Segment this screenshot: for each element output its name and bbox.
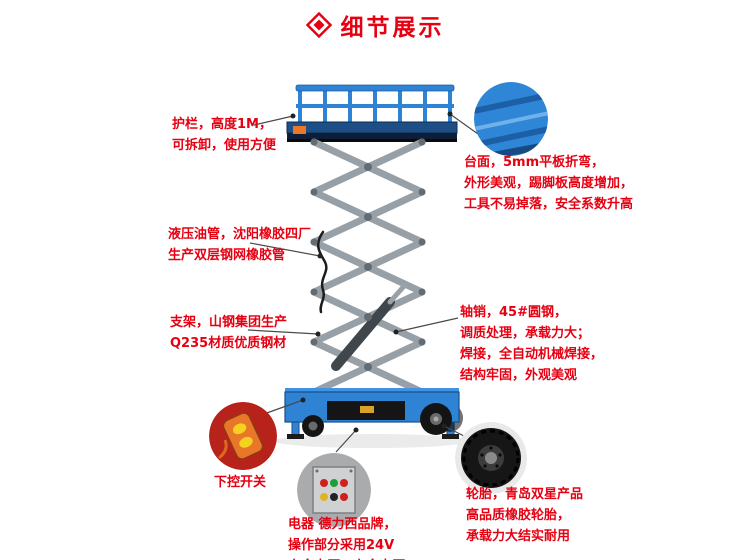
cylinder-rod (387, 282, 408, 305)
annotation-frame: 支架，山钢集团生产 Q235材质优质钢材 (170, 315, 288, 351)
guardrail (295, 84, 455, 126)
annotation-guardrail: 护栏，高度1M， 可拆卸，使用方便 (172, 117, 277, 153)
remote-control-photo (209, 402, 277, 470)
scissor-mechanism (310, 138, 426, 396)
pivot-pins (310, 138, 426, 396)
outrigger-right (446, 393, 455, 437)
annotation-electric: 电器 德力西品牌， 操作部分采用24V 安全电压，安全电压 (288, 517, 405, 560)
annotation-platform: 台面，5mm平板折弯， 外形美观，踢脚板高度增加， 工具不易掉落，安全系数升高 (464, 155, 634, 212)
page-title: 细节展示 (340, 15, 445, 41)
base-chassis (284, 388, 463, 439)
wheel-left (302, 415, 324, 437)
hydraulic-cylinder (331, 297, 395, 371)
outrigger-left (291, 393, 300, 437)
platform-deck (286, 121, 458, 142)
wheel-right (420, 403, 452, 435)
diamond-icon (305, 12, 332, 38)
control-box-photo (297, 453, 371, 527)
annotation-remote-switch: 下控开关 (214, 475, 267, 490)
annotation-hydraulic-hose: 液压油管，沈阳橡胶四厂 生产双层钢网橡胶管 (168, 227, 312, 263)
platform-detail-photo (474, 82, 548, 156)
hydraulic-hose (316, 230, 328, 314)
annotation-axle-pin: 轴销，45#圆钢， 调质处理，承载力大； 焊接，全自动机械焊接， 结构牢固，外观… (460, 305, 604, 383)
tire-photo (455, 422, 527, 494)
annotation-tire: 轮胎，青岛双星产品 高品质橡胶轮胎， 承载力大结实耐用 (466, 487, 584, 544)
base-panel (327, 401, 405, 420)
ground-shadow (274, 434, 470, 448)
platform-control-box (293, 126, 306, 134)
header: 细节展示 (0, 8, 750, 42)
